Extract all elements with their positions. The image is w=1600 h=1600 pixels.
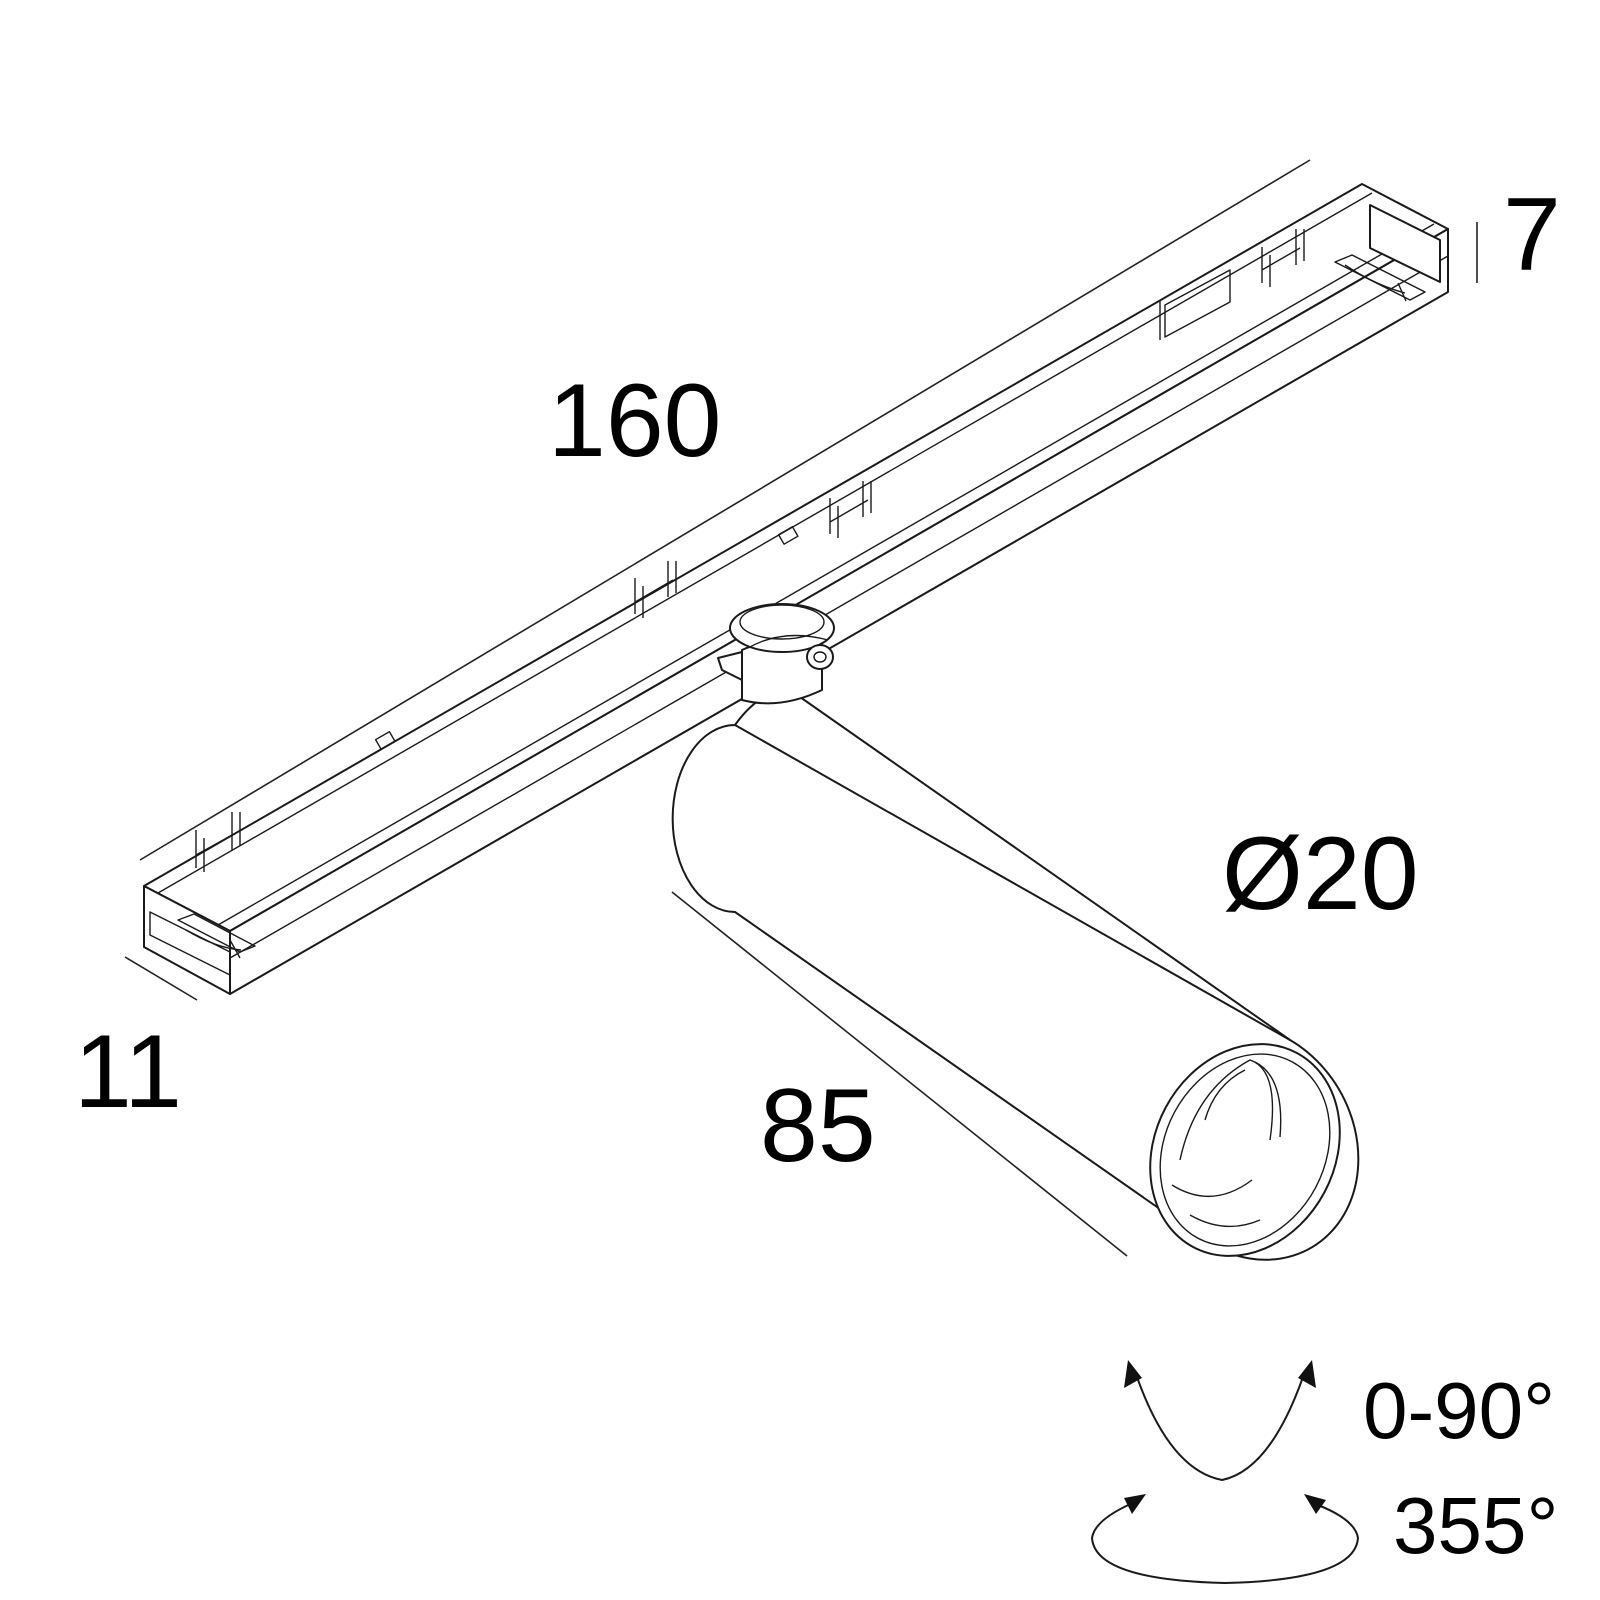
rotate-ellipse-icon xyxy=(1091,1494,1359,1584)
tilt-label: 0-90° xyxy=(1363,1366,1555,1455)
right-connector xyxy=(1334,204,1441,302)
dimension-lines xyxy=(124,159,1478,1257)
contact-window xyxy=(1164,269,1231,338)
swivel-joint xyxy=(717,603,835,705)
spot-length-label: 85 xyxy=(760,1068,876,1184)
spot-diameter-label: Ø20 xyxy=(1222,816,1419,932)
rotate-label: 355° xyxy=(1393,1481,1558,1570)
length-label: 160 xyxy=(548,363,722,479)
track-clips xyxy=(195,229,1305,872)
track-slots xyxy=(374,525,799,750)
spotlight-head xyxy=(671,689,1360,1261)
tilt-arc-icon xyxy=(1124,1360,1316,1481)
width-label: 11 xyxy=(74,1014,182,1130)
left-connector xyxy=(149,911,256,976)
track-adapter-bar xyxy=(143,183,1449,995)
height-label: 7 xyxy=(1503,177,1561,293)
